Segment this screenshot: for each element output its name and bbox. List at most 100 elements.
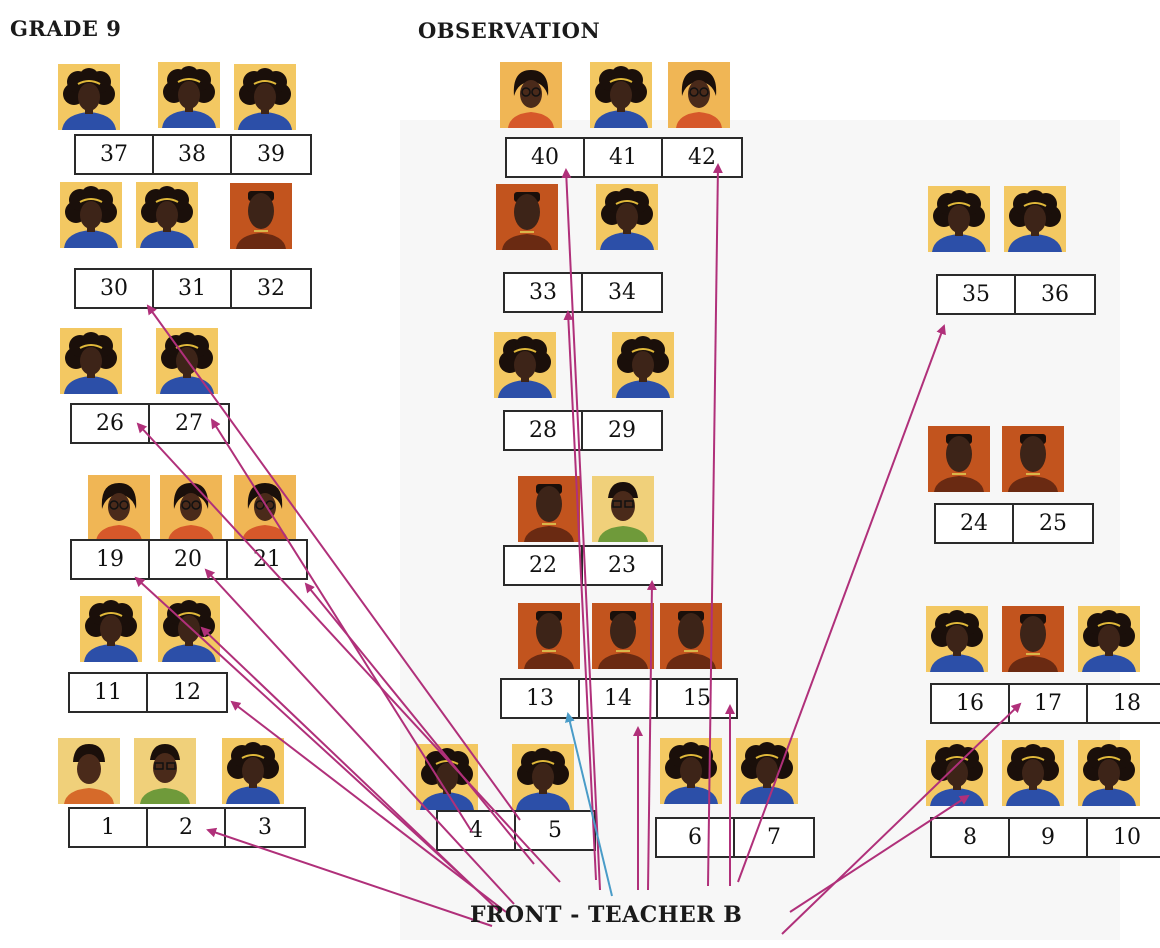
seat-10: 10 <box>1113 825 1141 850</box>
seat-8: 8 <box>932 819 1010 856</box>
short-hair-boy-avatar <box>496 184 558 250</box>
seat-23: 23 <box>608 553 636 578</box>
seat-row: 24 25 <box>934 503 1094 544</box>
seat-36: 36 <box>1041 282 1069 307</box>
curly-girl-avatar <box>1078 740 1140 806</box>
seat-15: 15 <box>683 686 711 711</box>
seat-9: 9 <box>1010 819 1088 856</box>
seat-11: 11 <box>70 674 148 711</box>
seat-42: 42 <box>688 145 716 170</box>
curly-girl-avatar <box>928 186 990 252</box>
seat-19: 19 <box>72 541 150 578</box>
observation-title: OBSERVATION <box>418 18 601 43</box>
seat-5: 5 <box>548 818 562 843</box>
seat-21: 21 <box>253 547 281 572</box>
curly-girl-avatar <box>58 64 120 130</box>
curly-girl-avatar <box>156 328 218 394</box>
curly-girl-avatar <box>158 62 220 128</box>
seat-39: 39 <box>257 142 285 167</box>
seat-31: 31 <box>154 270 232 307</box>
seat-13: 13 <box>502 680 580 717</box>
curly-girl-avatar <box>612 332 674 398</box>
seat-1: 1 <box>70 809 148 846</box>
curly-girl-avatar <box>926 740 988 806</box>
seat-12: 12 <box>173 680 201 705</box>
glasses-girl-avatar <box>234 475 296 541</box>
curly-girl-avatar <box>926 606 988 672</box>
curly-girl-avatar <box>1078 606 1140 672</box>
seat-37: 37 <box>76 136 154 173</box>
curly-girl-avatar <box>222 738 284 804</box>
seat-16: 16 <box>932 685 1010 722</box>
seat-33: 33 <box>505 274 583 311</box>
curly-girl-avatar <box>590 62 652 128</box>
curly-girl-avatar <box>416 744 478 810</box>
seat-4: 4 <box>438 812 516 849</box>
curly-girl-avatar <box>158 596 220 662</box>
seat-26: 26 <box>72 405 150 442</box>
seat-40: 40 <box>507 139 585 176</box>
glasses-boy-avatar <box>592 476 654 542</box>
curly-girl-avatar <box>1004 186 1066 252</box>
seat-22: 22 <box>505 547 583 584</box>
short-hair-boy-avatar <box>1002 606 1064 672</box>
curly-girl-avatar <box>596 184 658 250</box>
short-hair-boy-avatar <box>230 183 292 249</box>
cap-boy-avatar <box>58 738 120 804</box>
short-hair-boy-avatar <box>518 603 580 669</box>
seat-32: 32 <box>257 276 285 301</box>
seat-row: 35 36 <box>936 274 1096 315</box>
seat-14: 14 <box>580 680 658 717</box>
glasses-boy-avatar <box>134 738 196 804</box>
grade-label: GRADE 9 <box>10 16 122 41</box>
glasses-girl-avatar <box>668 62 730 128</box>
curly-girl-avatar <box>234 64 296 130</box>
seat-38: 38 <box>154 136 232 173</box>
short-hair-boy-avatar <box>592 603 654 669</box>
curly-girl-avatar <box>494 332 556 398</box>
seat-29: 29 <box>608 418 636 443</box>
seat-row: 33 34 <box>503 272 663 313</box>
short-hair-boy-avatar <box>518 476 580 542</box>
seat-2: 2 <box>148 809 226 846</box>
seat-row: 28 29 <box>503 410 663 451</box>
curly-girl-avatar <box>660 738 722 804</box>
short-hair-boy-avatar <box>1002 426 1064 492</box>
seat-7: 7 <box>767 825 781 850</box>
seat-3: 3 <box>258 815 272 840</box>
seat-24: 24 <box>936 505 1014 542</box>
seat-30: 30 <box>76 270 154 307</box>
seat-41: 41 <box>585 139 663 176</box>
seat-row: 11 12 <box>68 672 228 713</box>
short-hair-boy-avatar <box>928 426 990 492</box>
curly-girl-avatar <box>60 182 122 248</box>
seat-27: 27 <box>175 411 203 436</box>
glasses-girl-avatar <box>500 62 562 128</box>
curly-girl-avatar <box>60 328 122 394</box>
curly-girl-avatar <box>1002 740 1064 806</box>
seat-20: 20 <box>150 541 228 578</box>
seat-35: 35 <box>938 276 1016 313</box>
curly-girl-avatar <box>80 596 142 662</box>
curly-girl-avatar <box>512 744 574 810</box>
seat-row: 26 27 <box>70 403 230 444</box>
seat-18: 18 <box>1113 691 1141 716</box>
seat-34: 34 <box>608 280 636 305</box>
curly-girl-avatar <box>136 182 198 248</box>
glasses-girl-avatar <box>88 475 150 541</box>
glasses-girl-avatar <box>160 475 222 541</box>
seat-17: 17 <box>1010 685 1088 722</box>
seat-28: 28 <box>505 412 583 449</box>
seat-25: 25 <box>1039 511 1067 536</box>
seat-6: 6 <box>657 819 735 856</box>
curly-girl-avatar <box>736 738 798 804</box>
